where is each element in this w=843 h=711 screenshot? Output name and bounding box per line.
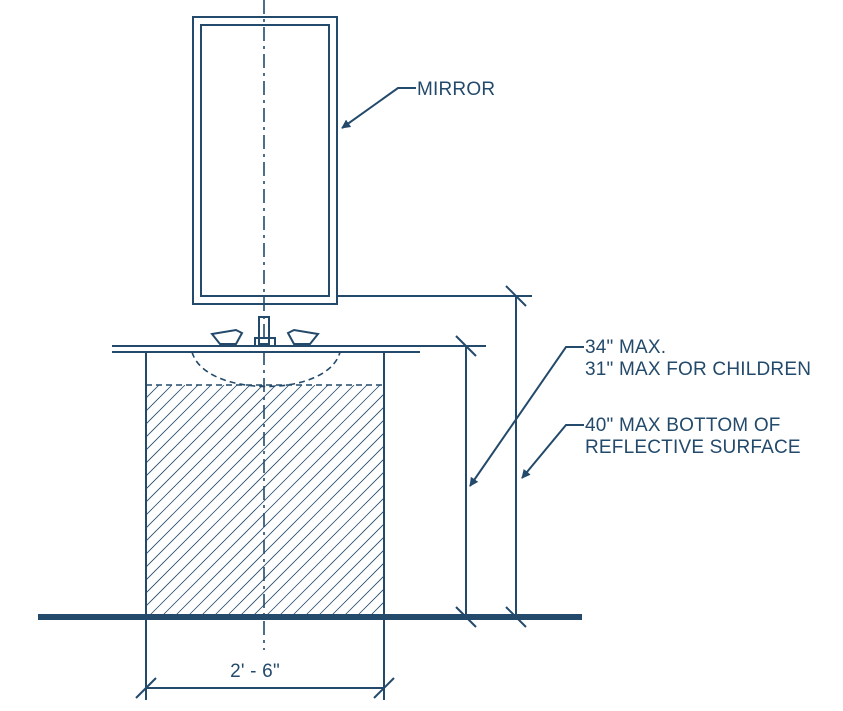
hatch-line [146, 385, 251, 490]
width-dim-tick-left [135, 677, 157, 699]
width-dimension-label: 2' - 6" [230, 661, 280, 682]
hatch-line [146, 385, 264, 503]
mirror-label: MIRROR [417, 79, 495, 100]
knee-clearance-hatch [146, 385, 384, 615]
hatch-line [146, 385, 225, 464]
hatch-line [146, 385, 238, 477]
hatch-line [162, 393, 384, 615]
hatch-line [370, 601, 384, 615]
hatch-line [146, 385, 355, 594]
knee-clearance-boundary [145, 384, 385, 615]
hatch-line [305, 536, 384, 615]
hatch-line [214, 445, 384, 615]
mirror-frame-inner [200, 24, 330, 297]
reflective-surface-leader [521, 424, 584, 479]
hatch-line [146, 385, 303, 542]
counter-max-children-label: 31" MAX FOR CHILDREN [585, 359, 811, 380]
hatch-line [149, 385, 381, 615]
hatch-line [240, 471, 384, 615]
hatch-line [146, 385, 290, 529]
counter-dim-tick-bottom [455, 606, 477, 628]
counter-height-leader [469, 346, 584, 487]
sink-bowl [191, 351, 341, 388]
hatch-line [201, 432, 384, 615]
hatch-line [318, 549, 384, 615]
hatch-line [188, 419, 384, 615]
width-dim-tick-right [373, 677, 395, 699]
reflective-surface-label-line2: REFLECTIVE SURFACE [585, 437, 801, 458]
hatch-line [146, 385, 368, 607]
hatch-line [357, 588, 384, 615]
hatch-line [146, 385, 186, 425]
hatch-line [146, 385, 277, 516]
counter-max-label: 34" MAX. [585, 337, 666, 358]
mirror-dim-tick-top [505, 285, 527, 307]
hatch-line [344, 575, 384, 615]
countertop [112, 345, 420, 353]
hatch-line [146, 385, 329, 568]
hatch-line [266, 497, 384, 615]
hatch-line [227, 458, 384, 615]
hatch-line [279, 510, 384, 615]
hatch-line [292, 523, 384, 615]
hatch-line [146, 385, 199, 438]
hatch-line [146, 385, 212, 451]
hatch-line [146, 385, 342, 581]
hatch-line [146, 385, 316, 555]
hatch-line [146, 385, 147, 386]
mirror-dim-tick-bottom [505, 606, 527, 628]
hatch-line [146, 385, 160, 399]
hatch-line [253, 484, 384, 615]
faucet-icon [210, 316, 320, 347]
hatch-line [175, 406, 384, 615]
mirror-leader [341, 87, 416, 129]
reflective-surface-label-line1: 40" MAX BOTTOM OF [585, 415, 781, 436]
hatch-line [383, 614, 384, 615]
hatch-line [331, 562, 384, 615]
mirror-frame-outer [192, 16, 338, 305]
counter-dim-tick-top [455, 335, 477, 357]
